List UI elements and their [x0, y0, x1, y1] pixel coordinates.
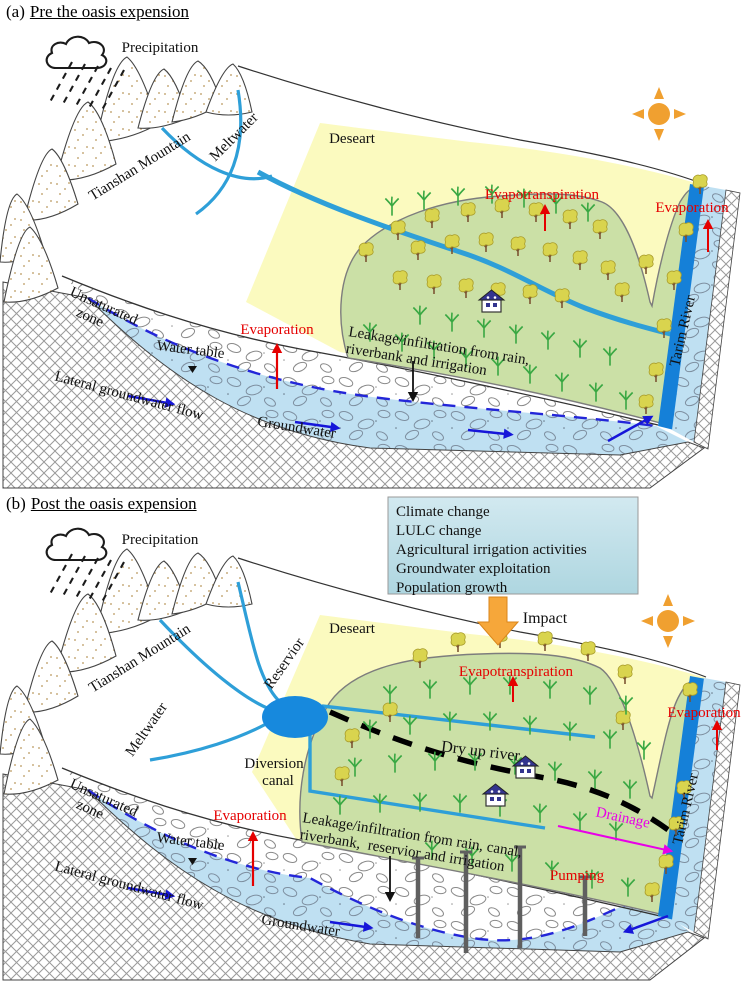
- panel-b: Climate change LULC change Agricultural …: [0, 496, 741, 981]
- evaporation-arrow: [271, 343, 283, 389]
- pumping-well-icon: [412, 856, 424, 938]
- sun-icon: [632, 87, 686, 141]
- pumping-well-icon: [460, 850, 472, 953]
- pumping-well-icon: [514, 845, 526, 948]
- tarim-river-band: [658, 184, 706, 430]
- cloud-icon: [45, 527, 108, 562]
- cloud-icon: [45, 35, 108, 70]
- label-meltwater: Meltwater: [122, 700, 170, 760]
- groundwater-area: [88, 298, 688, 455]
- panel-a: Precipitation Tianshan Mountain Meltwate…: [0, 35, 741, 489]
- label-diversion-canal1: Diversion: [244, 756, 304, 772]
- label-evaporation-river: Evaporation: [667, 705, 741, 721]
- meltwater-stream: [236, 581, 280, 702]
- label-meltwater: Meltwater: [207, 110, 262, 165]
- label-pumping: Pumping: [550, 868, 605, 884]
- evapotranspiration-arrow: [507, 676, 519, 702]
- bedrock-area: [2, 773, 706, 981]
- label-evaporation-soil: Evaporation: [213, 808, 287, 824]
- water-table-line: [87, 296, 657, 428]
- impact-box-line1: Climate change: [396, 504, 490, 520]
- evapotranspiration-arrow: [539, 204, 551, 231]
- groundwater-flow-arrow: [127, 886, 176, 900]
- impact-box-line4: Groundwater exploitation: [396, 561, 551, 577]
- riverside-edge-band: [693, 681, 741, 940]
- groundwater-flow-arrow: [607, 415, 654, 443]
- dry-up-river-dashed: [328, 709, 696, 853]
- panel-a-prefix: (a): [6, 2, 25, 21]
- river-path: [256, 169, 679, 339]
- label-desert: Deseart: [329, 621, 376, 637]
- drainage-arrow: [557, 825, 674, 855]
- panel-b-title: (b)Post the oasis expension: [6, 494, 197, 513]
- groundwater-flow-arrow: [467, 428, 514, 439]
- impact-box-line5: Population growth: [396, 580, 508, 596]
- leakage-arrow: [384, 856, 396, 902]
- evaporation-arrow: [711, 720, 723, 750]
- label-desert: Deseart: [329, 131, 376, 147]
- bedrock-area: [2, 281, 706, 489]
- label-precipitation: Precipitation: [122, 40, 199, 56]
- surface-line: [61, 275, 659, 426]
- meltwater-stream: [149, 722, 267, 762]
- panel-b-prefix: (b): [6, 494, 26, 513]
- label-evapotranspiration: Evapotranspiration: [459, 664, 574, 680]
- evaporation-arrow: [247, 831, 259, 886]
- oasis-area: [299, 652, 697, 915]
- diversion-canal-top: [321, 704, 596, 739]
- groundwater-flow-arrow: [329, 920, 374, 932]
- meltwater-stream: [195, 89, 243, 216]
- impact-arrow: [476, 596, 520, 646]
- meltwater-stream: [158, 618, 273, 712]
- groundwater-area: [88, 790, 690, 952]
- label-diversion-canal2: canal: [262, 773, 294, 789]
- groundwater-flow-arrow: [127, 394, 176, 408]
- unsaturated-zone-area: [62, 768, 661, 941]
- label-precipitation: Precipitation: [122, 532, 199, 548]
- impact-box: [387, 496, 639, 595]
- riverside-aquifer-band: [672, 678, 726, 932]
- water-table-line: [87, 789, 662, 942]
- riverside-edge-band: [693, 189, 741, 450]
- label-evapotranspiration: Evapotranspiration: [485, 187, 600, 203]
- diversion-canal-bottom: [308, 712, 546, 830]
- panel-a-title: (a)Pre the oasis expension: [6, 2, 189, 21]
- water-table-marker: [188, 366, 197, 373]
- water-table-marker: [188, 858, 197, 865]
- meltwater-stream: [160, 126, 273, 181]
- groundwater-flow-arrow: [294, 420, 341, 433]
- riverside-aquifer-band: [672, 186, 726, 442]
- groundwater-flow-arrow: [622, 914, 669, 934]
- label-evaporation-river: Evaporation: [655, 200, 729, 216]
- leakage-arrow: [407, 361, 419, 402]
- oasis-area: [340, 187, 697, 425]
- sun-icon: [641, 594, 695, 648]
- label-evaporation-soil: Evaporation: [240, 322, 314, 338]
- pumping-well-icon: [579, 875, 591, 936]
- block-top-edge: [237, 65, 707, 186]
- evaporation-arrow: [702, 219, 714, 252]
- impact-box-line3: Agricultural irrigation activities: [396, 542, 587, 558]
- impact-box-line2: LULC change: [396, 523, 482, 539]
- reservoir-ellipse: [262, 696, 328, 738]
- label-impact: Impact: [523, 610, 568, 627]
